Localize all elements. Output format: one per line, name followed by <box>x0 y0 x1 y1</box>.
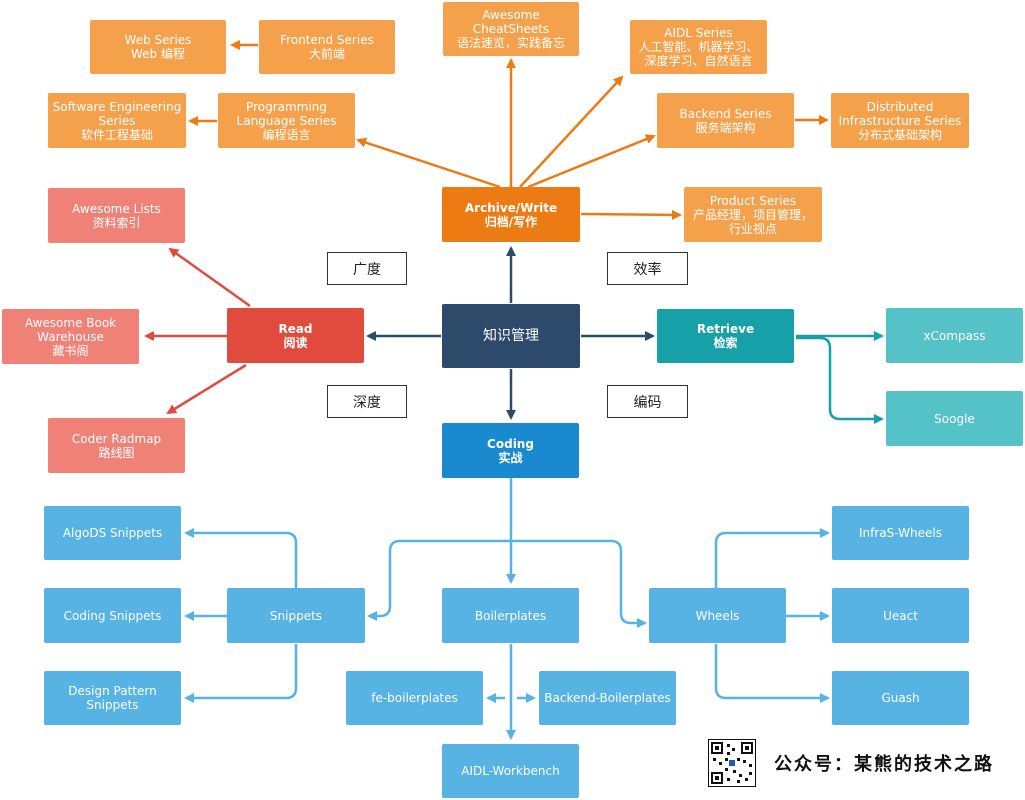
node-ueact[interactable]: Ueact <box>832 588 969 643</box>
node-backend-series[interactable]: Backend Series 服务端架构 <box>657 93 794 148</box>
node-wheels[interactable]: Wheels <box>649 588 786 643</box>
edge-archive-aidl <box>519 75 624 188</box>
node-boilerplates[interactable]: Boilerplates <box>442 588 579 643</box>
node-cheatsheets[interactable]: Awesome CheatSheets 语法速览，实践备忘 <box>443 2 579 56</box>
edge-wheels-guash <box>714 644 830 703</box>
footer-text: 公众号：某熊的技术之路 <box>774 754 994 775</box>
node-retrieve[interactable]: Retrieve 检索 <box>657 309 794 363</box>
node-design-pattern-snippets[interactable]: Design Pattern Snippets <box>44 671 181 725</box>
node-xcompass[interactable]: xCompass <box>886 308 1023 363</box>
edge-wheels-infras <box>714 528 830 588</box>
node-coder-radmap[interactable]: Coder Radmap 路线图 <box>48 418 185 473</box>
edge-archive-programming <box>356 137 501 189</box>
node-frontend-series[interactable]: Frontend Series 大前端 <box>259 20 395 74</box>
node-algods-snippets[interactable]: AlgoDS Snippets <box>44 506 181 560</box>
node-awesome-lists[interactable]: Awesome Lists 资料索引 <box>48 188 185 243</box>
node-knowledge-management[interactable]: 知识管理 <box>442 304 580 368</box>
node-coding[interactable]: Coding 实战 <box>442 423 579 478</box>
label-depth: 深度 <box>327 385 407 418</box>
node-distributed-infrastructure[interactable]: Distributed Infrastructure Series 分布式基础架… <box>831 93 969 148</box>
edge-snippets-design <box>184 644 298 703</box>
node-aidl-workbench[interactable]: AIDL-Workbench <box>442 744 579 798</box>
label-encoding: 编码 <box>607 385 688 418</box>
edge-archive-product <box>580 209 682 220</box>
node-snippets[interactable]: Snippets <box>227 588 365 643</box>
edge-read-awesome-lists <box>168 247 251 308</box>
node-guash[interactable]: Guash <box>832 671 969 725</box>
node-aidl-series[interactable]: AIDL Series 人工智能、机器学习、 深度学习、自然语言 <box>630 20 767 74</box>
node-product-series[interactable]: Product Series 产品经理，项目管理， 行业视点 <box>684 187 822 242</box>
node-read[interactable]: Read 阅读 <box>227 308 364 363</box>
edge-snippets-algods <box>184 528 298 588</box>
node-programming-language[interactable]: Programming Language Series 编程语言 <box>218 93 355 148</box>
node-awesome-book-warehouse[interactable]: Awesome Book Warehouse 藏书阁 <box>2 309 139 364</box>
edge-coding-wheels <box>511 539 647 628</box>
node-infras-wheels[interactable]: InfraS-Wheels <box>832 506 969 560</box>
label-breadth: 广度 <box>327 252 407 285</box>
footer-watermark: 公众号：某熊的技术之路 <box>708 738 994 788</box>
node-archive-write[interactable]: Archive/Write 归档/写作 <box>442 187 580 242</box>
edge-read-radmap <box>166 363 247 415</box>
node-backend-boilerplates[interactable]: Backend-Boilerplates <box>539 671 676 725</box>
node-soogle[interactable]: Soogle <box>886 391 1023 446</box>
label-efficiency: 效率 <box>607 252 688 285</box>
edge-retrieve-soogle <box>796 336 884 424</box>
node-software-engineering[interactable]: Software Engineering Series 软件工程基础 <box>48 93 186 148</box>
node-fe-boilerplates[interactable]: fe-boilerplates <box>346 671 483 725</box>
node-web-series[interactable]: Web Series Web 编程 <box>90 20 226 74</box>
node-coding-snippets[interactable]: Coding Snippets <box>44 588 181 643</box>
qr-code-icon <box>708 739 756 787</box>
edge-coding-snippets <box>367 539 511 621</box>
edge-archive-backend <box>527 134 656 189</box>
